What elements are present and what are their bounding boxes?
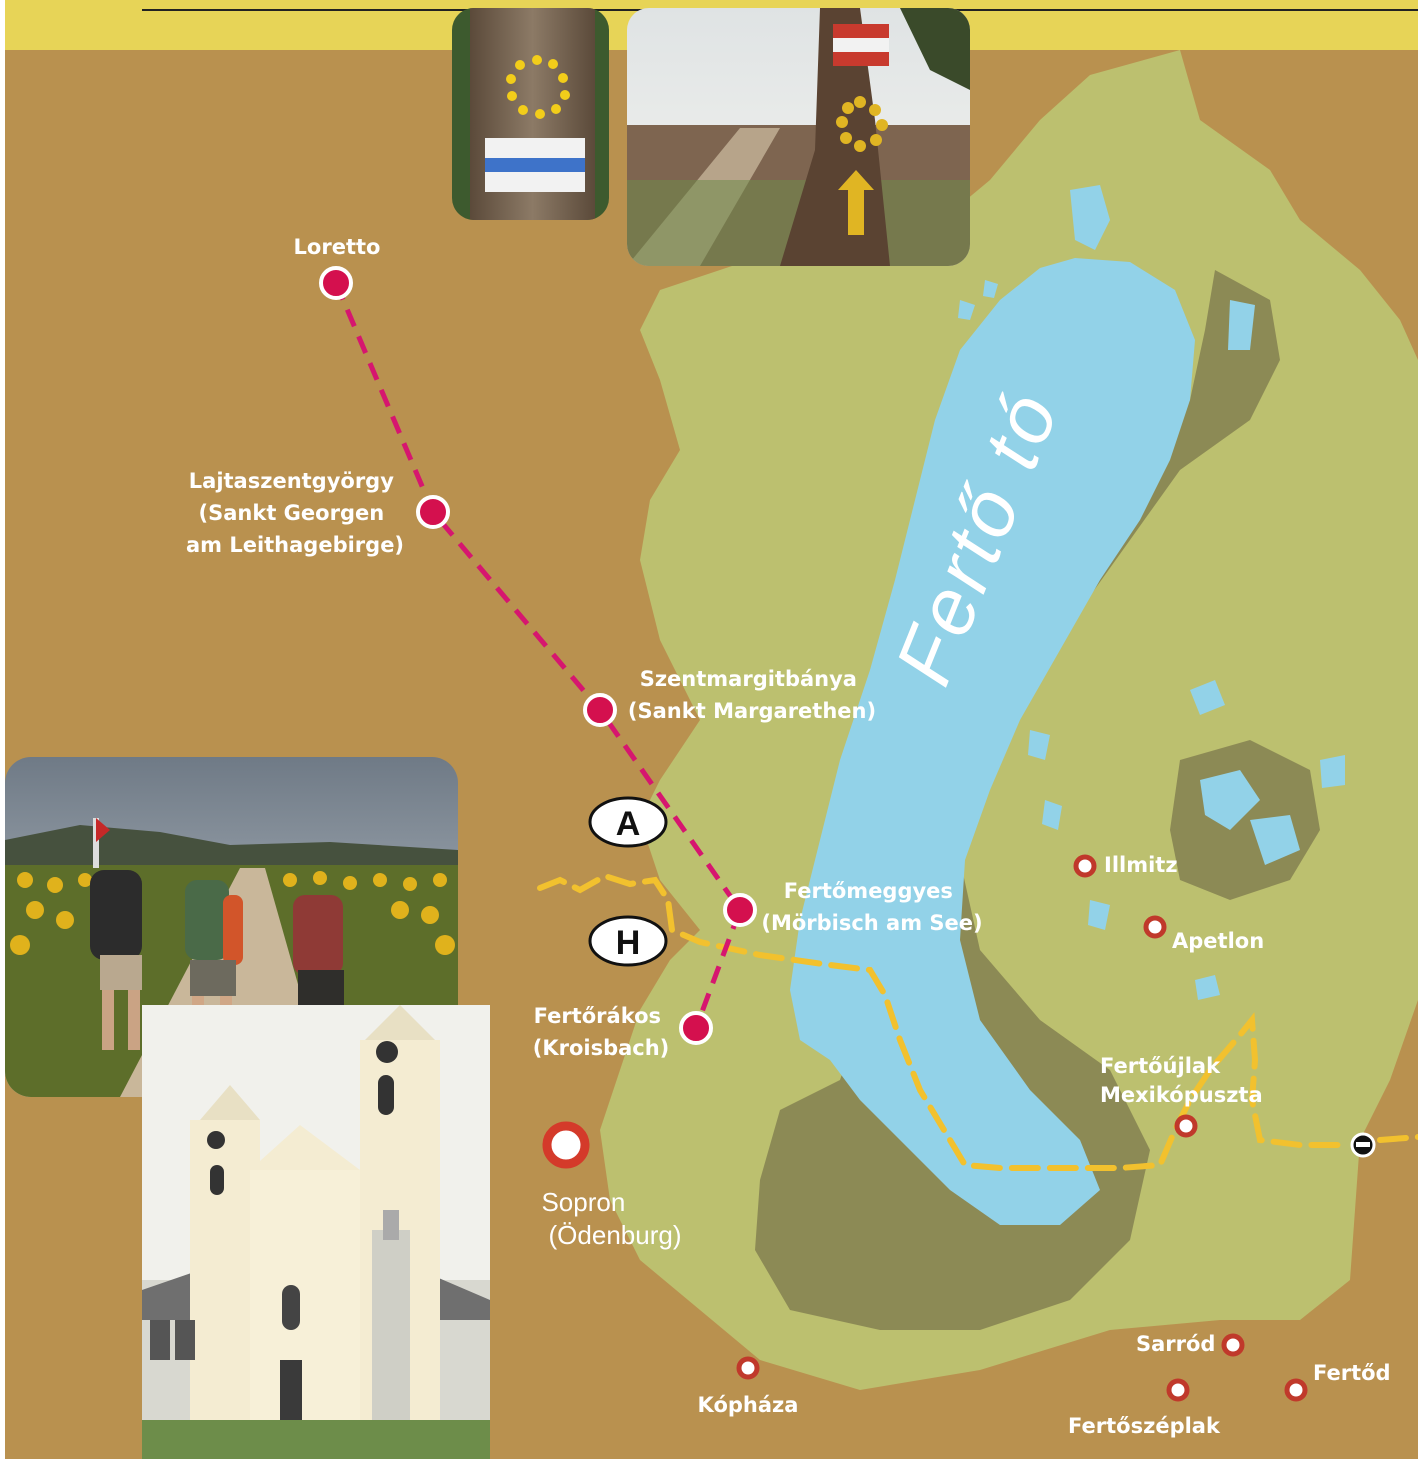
route-stop-icon bbox=[319, 266, 757, 1045]
large-red-ring-icon bbox=[542, 1121, 590, 1169]
stop-label-loretto: Loretto bbox=[294, 235, 381, 259]
village-label-fertoujlak: Fertőújlak Mexikópuszta bbox=[1100, 1054, 1263, 1107]
svg-text:A: A bbox=[616, 805, 641, 843]
country-marker-hungary: H bbox=[588, 915, 668, 967]
village-label-fertod: Fertőd bbox=[1313, 1361, 1391, 1385]
svg-text:H: H bbox=[616, 924, 641, 962]
photo-field-path bbox=[627, 8, 970, 266]
village-label-kophaza: Kópháza bbox=[698, 1393, 799, 1417]
village-label-sarrod: Sarród bbox=[1136, 1332, 1215, 1356]
stop-label-fertorakos: Fertőrákos (Kroisbach) bbox=[533, 1004, 670, 1060]
village-label-apetlon: Apetlon bbox=[1172, 929, 1264, 953]
crossing-icon bbox=[1350, 1132, 1376, 1158]
red-ring-icon bbox=[736, 854, 1308, 1402]
photo-trail-marker-blue bbox=[452, 8, 609, 220]
stop-label-lajtaszentgyorgy: Lajtaszentgyörgy (Sankt Georgen am Leith… bbox=[186, 469, 404, 557]
stop-label-fertomeggyes: Fertőmeggyes (Mörbisch am See) bbox=[761, 879, 982, 935]
city-label-sopron: Sopron (Ödenburg) bbox=[541, 1187, 681, 1250]
country-marker-austria: A bbox=[588, 796, 668, 848]
national-border bbox=[537, 872, 1343, 1171]
stop-label-szentmargitbanya: Szentmargitbánya (Sankt Margarethen) bbox=[628, 667, 876, 723]
lake-water bbox=[790, 258, 1195, 1225]
village-label-fertoszeplak: Fertőszéplak bbox=[1068, 1414, 1221, 1438]
photo-church bbox=[142, 1005, 490, 1459]
village-label-illmitz: Illmitz bbox=[1104, 853, 1178, 877]
